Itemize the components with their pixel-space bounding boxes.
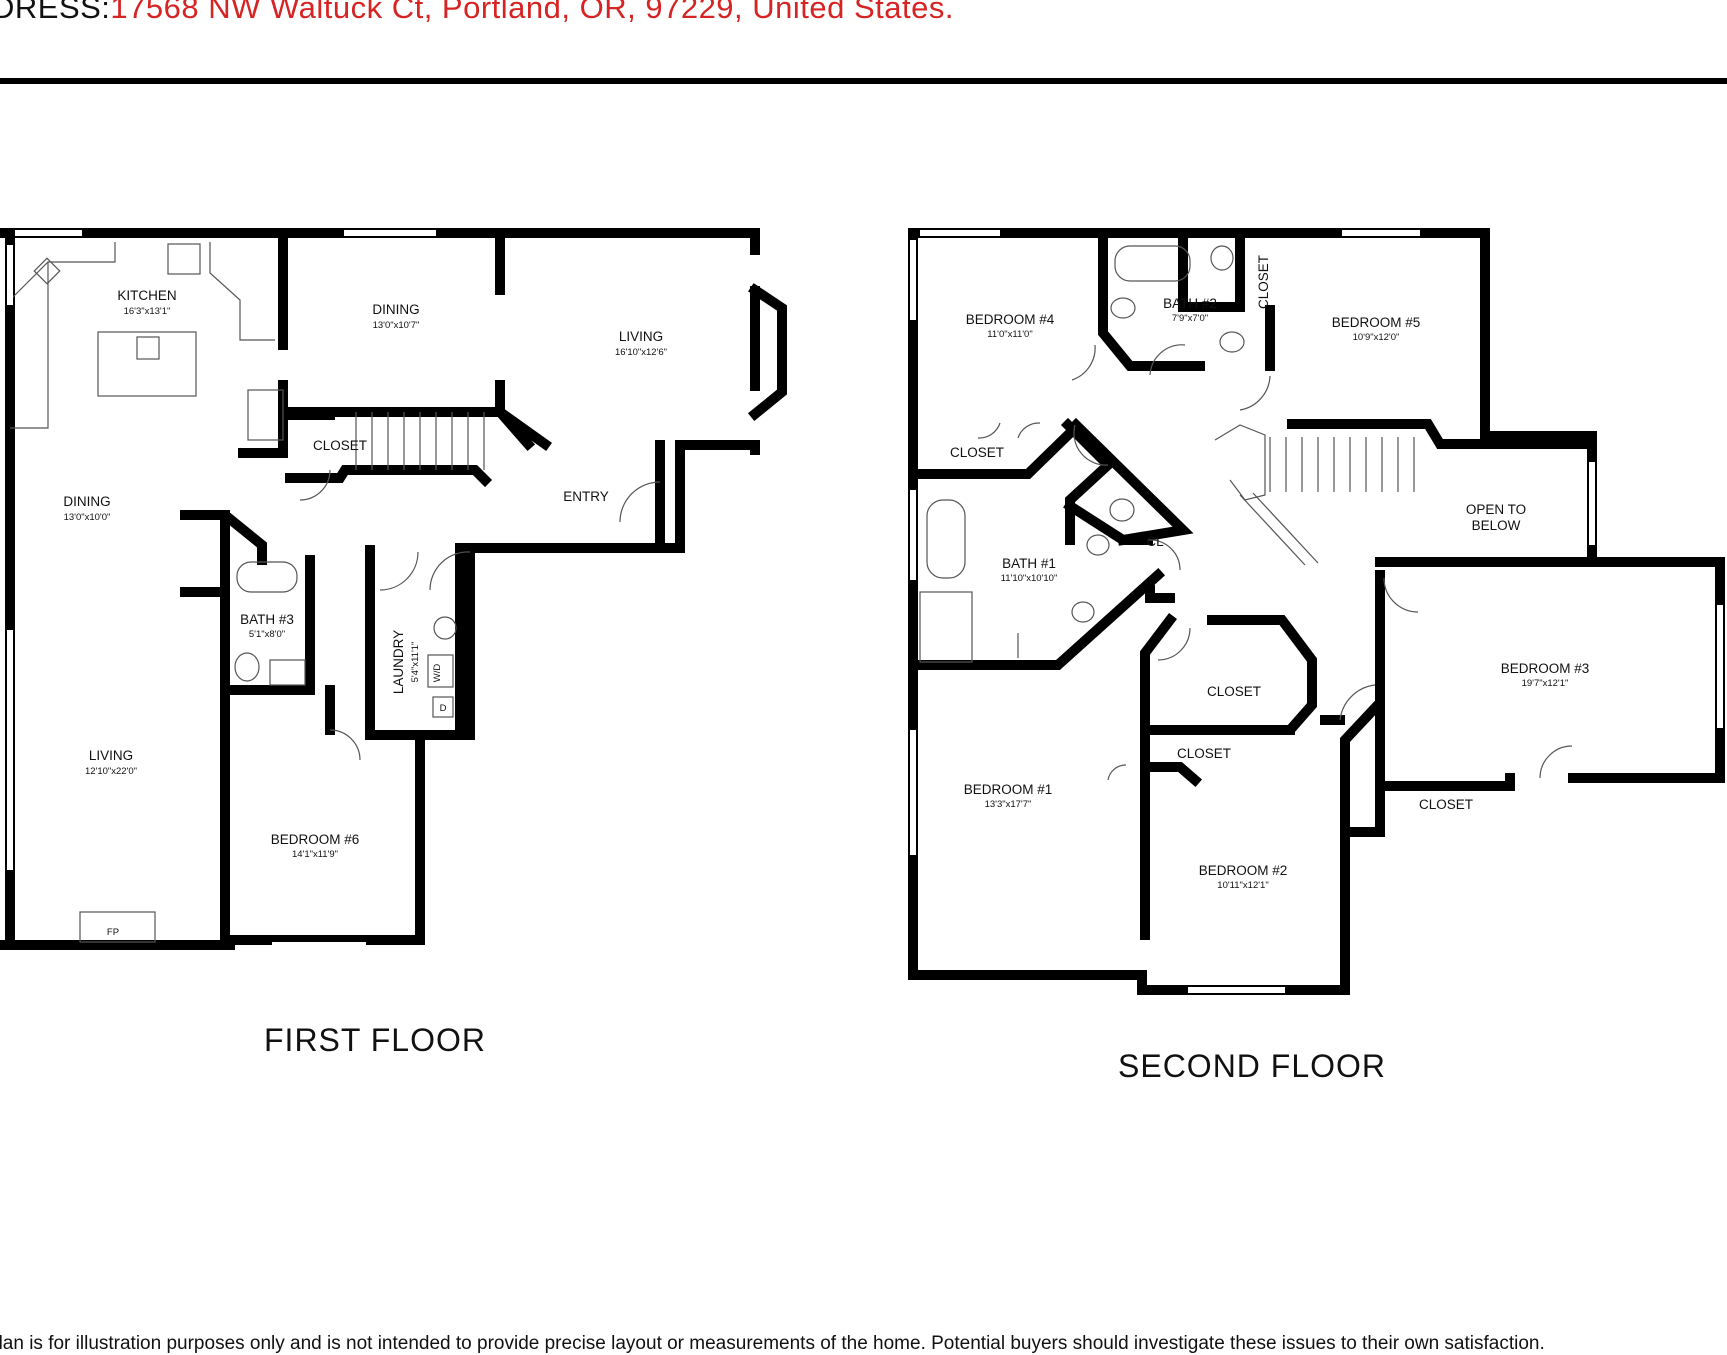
address-text: DRESS:17568 NW Waltuck Ct, Portland, OR,… [0,0,954,26]
room-label-closet-b4: CLOSET [950,445,1004,460]
room-label-cl: CL [1146,534,1164,549]
second-floor-fixtures [919,245,1573,781]
room-label-open-to: OPEN TO [1466,502,1526,517]
room-label-laundry: LAUNDRY [391,630,406,694]
room-dim-dining-upper: 13'0"x10'7" [373,320,420,331]
first-floor-windows [7,230,436,948]
room-label-bedroom5: BEDROOM #5 [1332,315,1421,330]
first-floor-fixtures [9,242,661,943]
room-label-closet-b3: CLOSET [1419,797,1473,812]
second-floor-title: SECOND FLOOR [1118,1048,1387,1084]
header-divider [0,78,1727,84]
room-label-bedroom4: BEDROOM #4 [966,312,1055,327]
room-label-entry: ENTRY [563,489,609,504]
room-dim-bedroom6: 14'1"x11'9" [292,849,338,860]
dryer-label: D [440,703,447,714]
room-label-bath1: BATH #1 [1002,556,1056,571]
second-floor-labels: BEDROOM #4 11'0"x11'0" BATH #2 7'9"x7'0"… [950,255,1589,891]
room-label-closet-b2: CLOSET [1177,746,1231,761]
room-dim-laundry: 5'4"x11'1" [410,642,421,683]
second-floor-walls [908,228,1725,995]
fireplace-label: FP [107,927,119,938]
first-floor-labels: KITCHEN 16'3"x13'1" DINING 13'0"x10'7" L… [63,288,667,938]
room-dim-bath3: 5'1"x8'0" [249,629,285,640]
room-dim-kitchen: 16'3"x13'1" [124,306,171,317]
room-dim-bath1: 11'10"x10'10" [1001,573,1058,584]
room-label-bedroom3: BEDROOM #3 [1501,661,1590,676]
room-label-bath2: BATH #2 [1163,296,1217,311]
first-floor-walls [0,228,787,950]
room-dim-bedroom5: 10'9"x12'0" [1353,332,1400,343]
room-label-bedroom2: BEDROOM #2 [1199,863,1288,878]
disclaimer-text: plan is for illustration purposes only a… [0,1333,1545,1354]
room-label-bath3: BATH #3 [240,612,294,627]
room-label-below: BELOW [1472,518,1521,533]
washer-dryer-label: W/D [432,664,443,683]
room-label-closet: CLOSET [313,438,367,453]
room-label-bedroom1: BEDROOM #1 [964,782,1053,797]
second-floor-windows [910,230,1723,993]
first-floor-title: FIRST FLOOR [264,1022,486,1058]
room-label-closet-vertical: CLOSET [1256,255,1271,309]
room-label-closet-mid: CLOSET [1207,684,1261,699]
room-dim-dining-left: 13'0"x10'0" [64,512,111,523]
room-label-kitchen: KITCHEN [117,288,176,303]
room-dim-bedroom2: 10'11"x12'1" [1217,880,1268,891]
room-dim-living-left: 12'10"x22'0" [85,766,137,777]
room-label-dining-left: DINING [63,494,110,509]
room-dim-bath2: 7'9"x7'0" [1172,313,1208,324]
address-label: DRESS: [0,0,111,25]
room-dim-living-upper: 16'10"x12'6" [615,347,667,358]
room-label-living-upper: LIVING [619,329,663,344]
address-value: 17568 NW Waltuck Ct, Portland, OR, 97229… [110,0,954,25]
room-label-dining-upper: DINING [372,302,419,317]
room-label-living-left: LIVING [89,748,133,763]
room-dim-bedroom1: 13'3"x17'7" [985,799,1032,810]
room-label-bedroom6: BEDROOM #6 [271,832,360,847]
room-dim-bedroom3: 19'7"x12'1" [1522,678,1569,689]
address-header: DRESS:17568 NW Waltuck Ct, Portland, OR,… [0,0,1727,70]
room-dim-bedroom4: 11'0"x11'0" [987,329,1032,340]
